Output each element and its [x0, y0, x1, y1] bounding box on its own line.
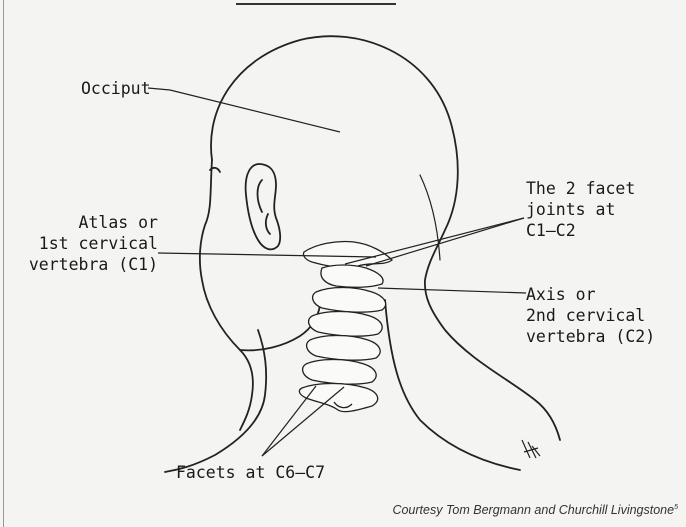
- leader-axis: [378, 288, 526, 293]
- c7-vertebra: [299, 384, 377, 412]
- ear-outline: [246, 164, 281, 249]
- cervical-spine: [299, 241, 392, 411]
- credit-reference: 5: [674, 504, 678, 511]
- label-axis: Axis or 2nd cervical vertebra (C2): [526, 284, 655, 347]
- label-facets-c6c7: Facets at C6–C7: [176, 462, 325, 483]
- leader-facet-1: [345, 218, 524, 264]
- leader-facets-c6c7-2: [262, 387, 344, 456]
- leader-facet-2: [366, 218, 524, 266]
- face-outline: [200, 160, 253, 430]
- label-facet-joints: The 2 facet joints at C1–C2: [526, 178, 635, 241]
- leader-facets-c6c7-1: [262, 386, 316, 456]
- leader-occiput: [148, 88, 340, 132]
- image-credit: Courtesy Tom Bergmann and Churchill Livi…: [392, 503, 678, 517]
- head-outline: [211, 36, 560, 440]
- shoulder-outline: [385, 300, 520, 470]
- credit-text: Courtesy Tom Bergmann and Churchill Livi…: [392, 503, 674, 517]
- axis-vertebra: [321, 265, 383, 287]
- hatch-mark: [522, 440, 540, 458]
- label-atlas: Atlas or 1st cervical vertebra (C1): [10, 212, 158, 275]
- label-occiput: Occiput: [81, 78, 151, 99]
